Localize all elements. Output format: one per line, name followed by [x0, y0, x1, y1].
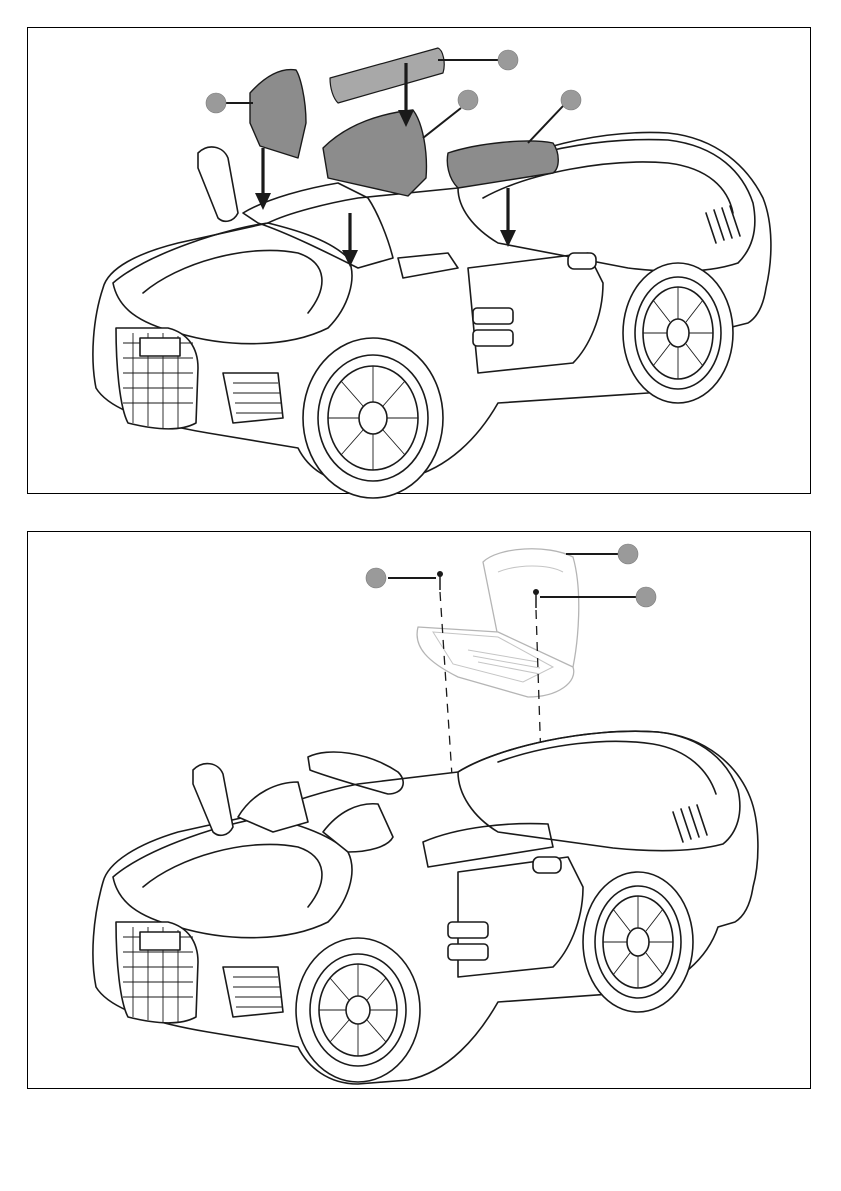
assembly-figure-trim-panels: [27, 27, 811, 494]
callout-2: [498, 50, 518, 70]
front-wheel: [303, 338, 443, 498]
license-plate: [140, 338, 180, 356]
car-illustration-top: [28, 28, 812, 495]
front-wheel: [296, 938, 420, 1082]
callout-screw-right: [636, 587, 656, 607]
callout-3: [458, 90, 478, 110]
screw-left: [437, 571, 443, 590]
callout-4: [561, 90, 581, 110]
seat-ghost: [417, 549, 579, 697]
rear-wheel: [583, 872, 693, 1012]
callout-seat: [618, 544, 638, 564]
callout-1: [206, 93, 226, 113]
car-illustration-bottom: [28, 532, 812, 1090]
rear-panel: [330, 48, 444, 103]
assembly-figure-seat: [27, 531, 811, 1089]
rear-wheel: [623, 263, 733, 403]
callout-screw: [366, 568, 386, 588]
front-left-cover: [250, 70, 306, 158]
